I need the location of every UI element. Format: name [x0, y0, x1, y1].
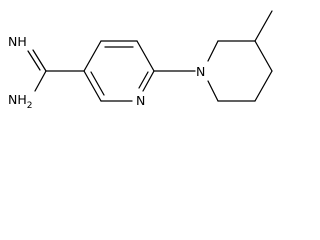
- bond-pip-c4-c5: [254, 70, 273, 102]
- structure-diagram: NH NH2 N N: [8, 10, 273, 111]
- bond-pip-n-c2: [207, 40, 219, 62]
- amine-label-text: NH: [8, 92, 27, 107]
- bond-py-c2-c3-double: [90, 71, 105, 96]
- bond-pip-c6-n: [207, 80, 219, 102]
- bond-py-c3-c4: [83, 40, 102, 72]
- bond-py-c6-n-double: [138, 71, 149, 89]
- amine-label-subscript: 2: [27, 101, 33, 111]
- bond-py-c2-c3: [83, 70, 102, 102]
- bond-methyl: [254, 10, 273, 42]
- bond-amidine-c-nh2: [34, 70, 47, 92]
- bond-amidine-c-nh: [32, 49, 47, 72]
- piperidine-nitrogen-label: N: [196, 64, 205, 79]
- bond-py-c6-n: [142, 70, 155, 92]
- bond-amidine-c-nh-double: [27, 50, 41, 71]
- imine-label: NH: [8, 34, 27, 49]
- amine-label: NH2: [8, 92, 32, 111]
- pyridine-nitrogen-label: N: [136, 93, 145, 108]
- bond-pip-c3-c4: [254, 40, 273, 72]
- bond-py-c5-c6: [136, 40, 155, 72]
